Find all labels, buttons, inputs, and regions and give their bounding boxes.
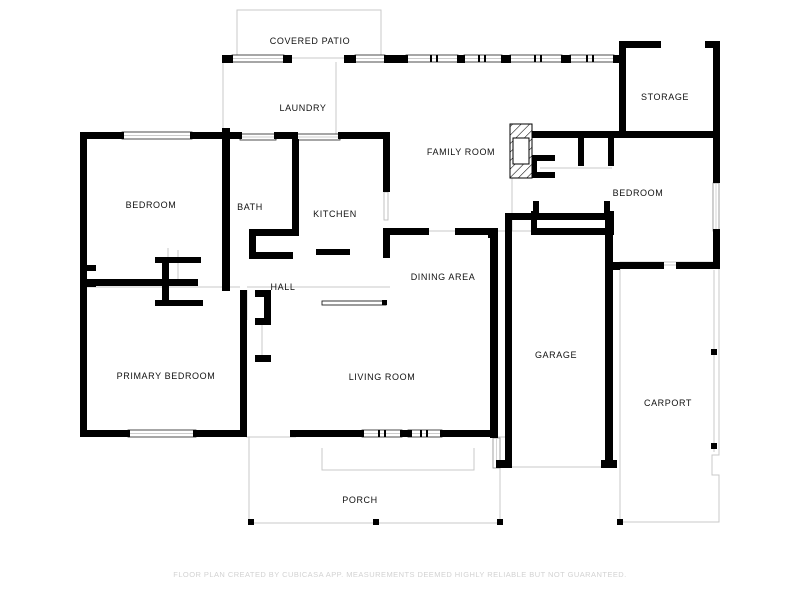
wall-kitchen-bot-v	[383, 228, 390, 258]
wall-hall-top-c	[338, 132, 390, 139]
wall-bath-bottom-left	[249, 229, 256, 259]
wall-kitchen-counter	[316, 249, 350, 255]
wall-closet-mid	[86, 279, 198, 286]
wall-closet-bottom	[155, 300, 203, 306]
window-family-top-1	[405, 54, 459, 63]
wall-garage-bottom-right	[601, 460, 617, 468]
wall-primary-closet-a	[255, 290, 271, 297]
window-hall-top-2	[295, 133, 341, 141]
wall-garage-top	[505, 213, 612, 220]
wall-dining-top	[455, 228, 498, 235]
wall-top-stub-c	[344, 55, 356, 63]
wall-bath-bottom	[249, 229, 299, 236]
wall-closet-vert	[162, 257, 169, 306]
wall-storage-right	[713, 41, 720, 138]
wall-living-right	[490, 228, 498, 438]
wall-hall-stub-1	[531, 155, 555, 161]
window-living-bottom-2	[407, 429, 443, 438]
wall-storage-bottom	[531, 131, 720, 138]
marker-carport-2	[711, 443, 717, 449]
wall-storage-top-right	[705, 41, 720, 48]
window-family-top-4	[569, 54, 615, 63]
window-primary-bottom	[127, 429, 197, 438]
carport-outline	[619, 261, 720, 523]
wall-garage-bottom-left	[496, 460, 512, 468]
wall-bottom-d	[400, 430, 412, 437]
wall-primary-right	[240, 290, 247, 437]
window-family-top-2	[463, 54, 503, 63]
window-hall-top-1	[239, 133, 277, 141]
window-laundry-top	[354, 54, 386, 63]
window-bedroom-left-top	[121, 131, 193, 140]
wall-kitchen-right-upper	[383, 132, 390, 192]
wall-right-bedroom-bottom-2	[620, 262, 664, 269]
window-storage-top	[660, 41, 710, 48]
wall-top-stub-d	[384, 55, 408, 63]
fireplace-firebox	[512, 137, 530, 165]
wall-storage-left	[619, 41, 626, 137]
wall-top-stub-b	[283, 55, 292, 63]
window-family-top-3	[509, 54, 563, 63]
wall-hall-top-b	[274, 132, 298, 139]
marker-porch-right	[497, 519, 503, 525]
window-living-interior	[321, 300, 387, 306]
wall-top-stub-f	[501, 55, 511, 63]
wall-bedroom-right-part-2	[608, 138, 614, 166]
wall-bottom-c	[290, 430, 364, 437]
wall-hall-left	[222, 243, 230, 291]
marker-porch-mid	[373, 519, 379, 525]
marker-carport-left	[617, 519, 623, 525]
wall-bedroom-right-side	[531, 211, 537, 233]
wall-garage-nub-1	[533, 201, 539, 215]
wall-right-ext-upper	[713, 131, 720, 183]
wall-primary-closet-v	[264, 290, 271, 325]
wall-bath-right	[292, 139, 299, 231]
disclaimer-footer: FLOOR PLAN CREATED BY CUBICASA APP. MEAS…	[173, 570, 627, 579]
wall-bottom-a	[80, 430, 130, 437]
wall-right-bedroom-corner	[612, 262, 620, 270]
marker-porch-left	[248, 519, 254, 525]
wall-primary-closet-c	[255, 355, 271, 362]
wall-top-stub-e	[457, 55, 465, 63]
wall-hall-stub-2	[531, 172, 555, 178]
wall-bottom-e	[440, 430, 498, 437]
window-kitchen-vertical	[383, 191, 389, 221]
wall-left-closet-stub	[80, 265, 96, 271]
wall-bedroom-right-low	[531, 228, 613, 235]
wall-bedroom-left-top-a	[80, 132, 124, 139]
wall-hall-top-a	[228, 132, 242, 139]
wall-kitchen-bot	[383, 228, 429, 235]
window-patio-left	[231, 54, 285, 63]
wall-right-bedroom-bottom	[676, 262, 720, 269]
wall-primary-closet-b	[255, 318, 271, 325]
window-bedroom-right-vertical	[712, 182, 720, 232]
wall-right-ext-lower	[713, 229, 720, 269]
wall-bedroom-right-part-1	[578, 138, 584, 166]
wall-bath-left	[222, 128, 230, 250]
wall-top-stub-a	[222, 55, 233, 63]
walls-group	[80, 41, 720, 525]
wall-bath-sub	[249, 252, 293, 259]
wall-garage-left	[505, 213, 512, 467]
wall-hall-stub-v	[531, 155, 537, 178]
wall-garage-right	[605, 213, 613, 467]
wall-left-ext-upper	[80, 132, 87, 292]
window-living-bottom-1	[361, 429, 403, 438]
wall-top-stub-g	[561, 55, 571, 63]
wall-garage-nub-2	[604, 201, 610, 215]
wall-bottom-b	[193, 430, 247, 437]
marker-carport-1	[711, 349, 717, 355]
wall-left-ext-lower	[80, 285, 87, 437]
wall-bedroom-left-top-b	[190, 132, 232, 139]
wall-storage-top-left	[619, 41, 661, 48]
wall-closet-top	[155, 257, 201, 263]
